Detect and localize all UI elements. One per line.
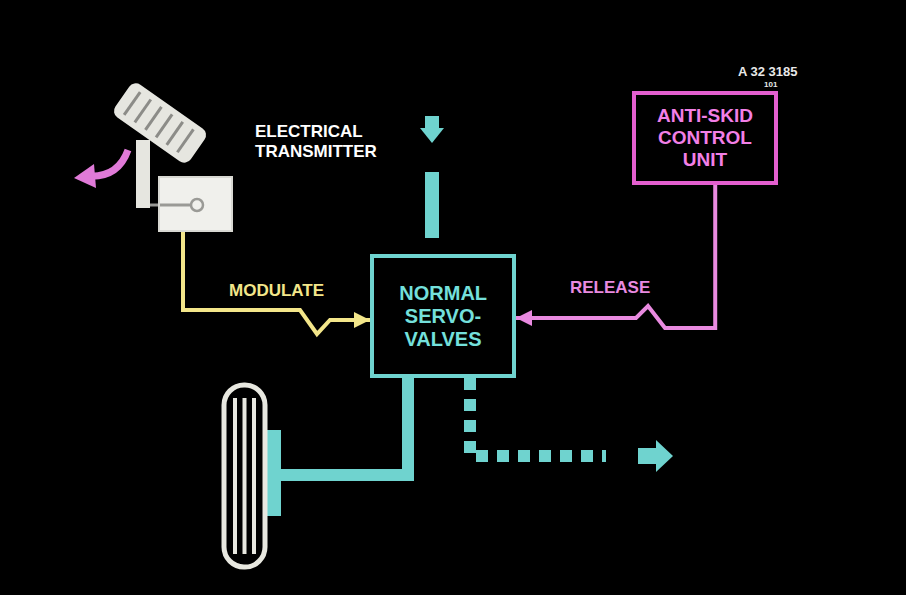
tread-stripe <box>252 398 256 554</box>
supply-arrowhead <box>420 128 444 143</box>
box-label: ANTI-SKID CONTROL UNIT <box>646 105 764 171</box>
tread-stripe <box>233 398 237 554</box>
brake-line <box>280 376 408 475</box>
pedal-rib <box>167 122 183 145</box>
pedal-rib <box>135 99 151 122</box>
pedal-arm <box>136 176 150 208</box>
supply-arrow <box>425 116 439 130</box>
return-arrow <box>638 440 673 472</box>
pivot <box>191 199 203 211</box>
box-label: NORMAL SERVO- VALVES <box>399 282 486 351</box>
modulate-signal <box>183 232 370 334</box>
reference-number: 101 <box>764 80 777 89</box>
reference-number: A 32 3185 <box>738 64 798 79</box>
motion-arrowhead <box>74 164 96 188</box>
release-signal <box>516 185 715 328</box>
signal-label: RELEASE <box>570 278 650 298</box>
wheel-tyre <box>224 385 265 567</box>
pedal-rib <box>124 92 140 115</box>
electrical-transmitter: ELECTRICAL TRANSMITTER <box>158 176 233 232</box>
return-line <box>470 378 606 456</box>
pedal-arm <box>136 140 150 208</box>
pedal-rib <box>177 129 193 152</box>
lever <box>150 204 192 207</box>
component-name: ELECTRICAL TRANSMITTER <box>255 122 377 161</box>
brake-pedal <box>111 80 209 166</box>
tread-stripe <box>243 398 247 554</box>
supply-line <box>425 172 439 238</box>
pedal-rib <box>156 114 172 137</box>
pedal-ribs <box>124 92 193 152</box>
control-unit-box: ANTI-SKID CONTROL UNIT <box>632 91 778 185</box>
signal-label: MODULATE <box>229 281 324 301</box>
pedal-rib <box>145 107 161 130</box>
pedal-pad <box>111 80 209 166</box>
tyre-tread <box>235 398 254 554</box>
servo-valve-box: NORMAL SERVO- VALVES <box>370 254 516 378</box>
